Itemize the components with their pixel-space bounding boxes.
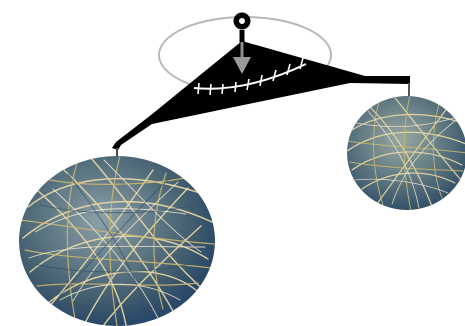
yarn-ball-right (347, 96, 465, 211)
yarn-ball-left (19, 156, 215, 326)
pivot-hole (239, 18, 245, 24)
